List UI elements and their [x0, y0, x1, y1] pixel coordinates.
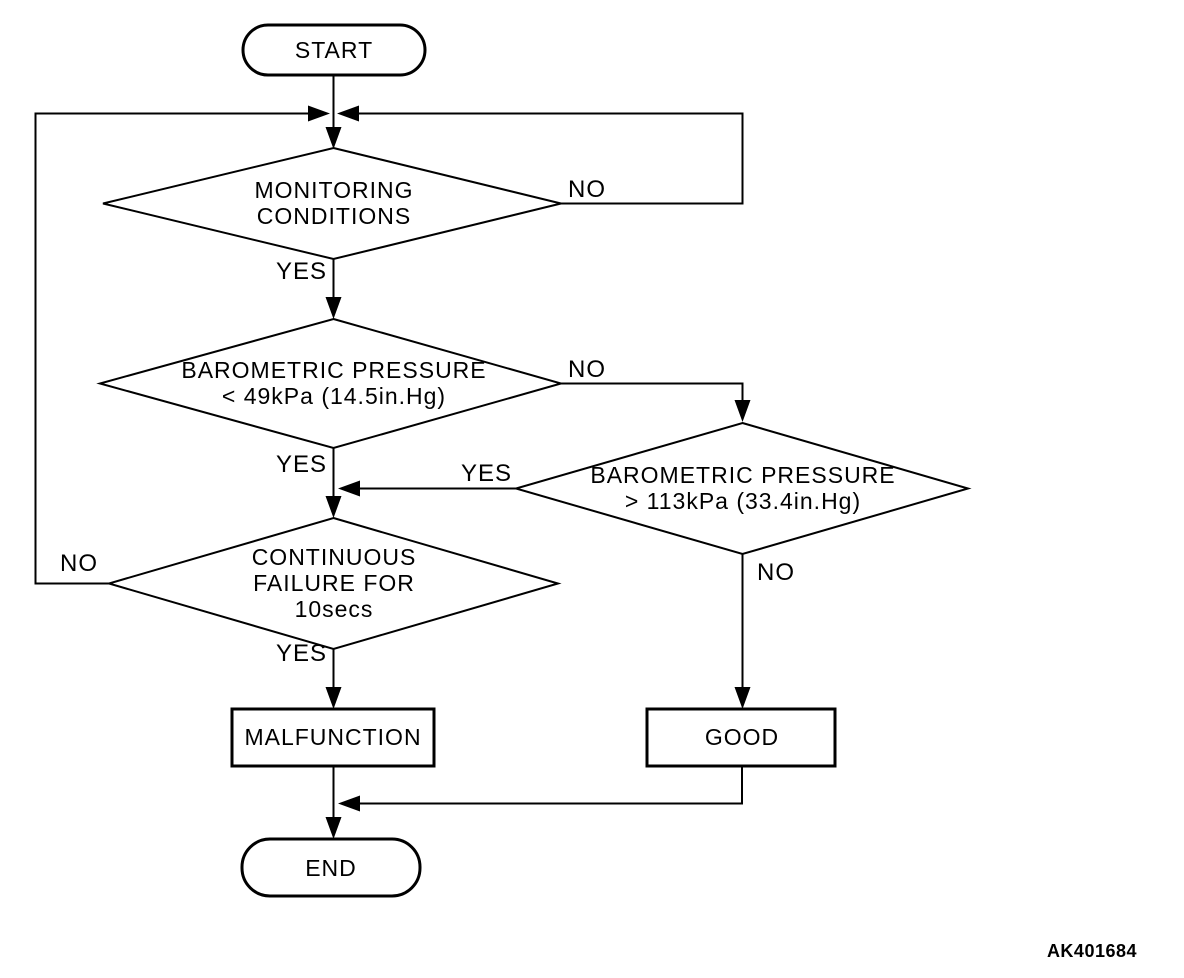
monitoring-decision-line1: MONITORING [254, 177, 413, 203]
monitoring-no-label: NO [568, 176, 606, 203]
arrowhead-merge-from-left [308, 105, 330, 122]
baro-low-decision-diamond [96, 317, 565, 450]
monitoring-yes-label: YES [276, 258, 327, 285]
edge-monitoring-no-loop [359, 112, 744, 205]
good-label: GOOD [705, 724, 779, 750]
start-terminal [241, 23, 427, 77]
arrowhead-good-merge [338, 795, 360, 812]
baro-high-no-label: NO [757, 559, 795, 586]
end-label: END [305, 855, 357, 881]
good-process-box [645, 707, 837, 768]
arrowhead-into-failure [325, 496, 342, 518]
monitoring-decision-line2: CONDITIONS [257, 203, 411, 229]
end-terminal [240, 837, 422, 898]
failure-yes-label: YES [276, 640, 327, 667]
baro-low-no-label: NO [568, 356, 606, 383]
figure-code: AK401684 [1047, 941, 1137, 961]
arrowhead-into-malfunction [325, 687, 342, 709]
failure-decision-diamond [105, 516, 562, 651]
baro-high-decision-line1: BAROMETRIC PRESSURE [590, 462, 895, 488]
baro-high-decision-diamond [512, 421, 972, 556]
arrowhead-baro-high-yes-merge [338, 480, 360, 497]
failure-decision-line1: CONTINUOUS [252, 544, 417, 570]
baro-low-decision-line1: BAROMETRIC PRESSURE [181, 357, 486, 383]
arrowhead-into-monitoring [325, 127, 342, 149]
edge-failure-no-loop [34, 112, 309, 585]
baro-high-decision-line2: > 113kPa (33.4in.Hg) [625, 488, 861, 514]
baro-high-yes-label: YES [461, 460, 512, 487]
arrowhead-merge-from-right [337, 105, 359, 122]
malfunction-label: MALFUNCTION [244, 724, 421, 750]
failure-decision-line2: FAILURE FOR [253, 570, 415, 596]
edge-baro-low-no [561, 382, 744, 401]
baro-low-decision-line2: < 49kPa (14.5in.Hg) [222, 383, 446, 409]
failure-decision-line3: 10secs [295, 596, 374, 622]
monitoring-decision-diamond [102, 146, 562, 261]
arrowhead-into-end [325, 817, 342, 839]
failure-no-label: NO [60, 550, 98, 577]
baro-low-yes-label: YES [276, 451, 327, 478]
arrowhead-into-baro-high [734, 400, 751, 422]
malfunction-process-box [230, 707, 436, 768]
arrowhead-into-good [734, 687, 751, 709]
arrowhead-into-baro-low [325, 297, 342, 319]
start-label: START [295, 37, 373, 63]
edge-good-to-end-join [360, 766, 743, 805]
